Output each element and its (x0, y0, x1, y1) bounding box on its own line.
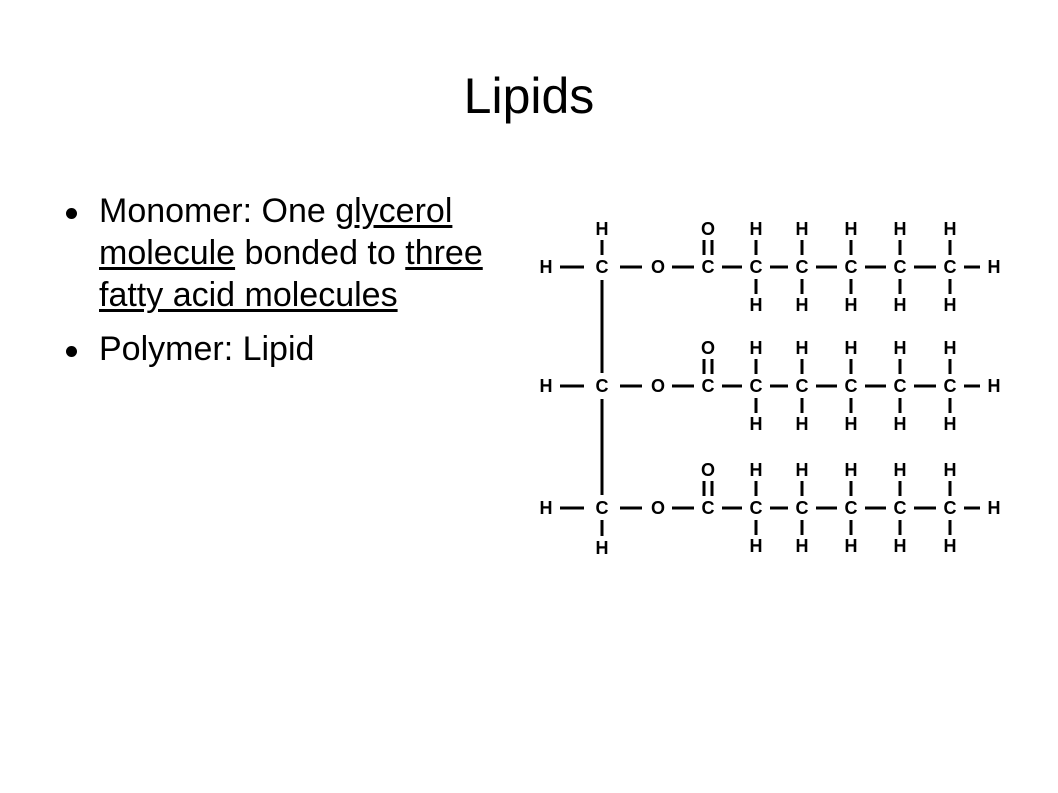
glycerol-term: glycerol molecule (99, 192, 453, 272)
bullet-monomer: Monomer: One glycerol molecule bonded to… (62, 190, 512, 316)
hydrogen-atom: H (750, 536, 763, 556)
glycerol-carbon-atom: C (596, 376, 609, 396)
chain-carbon-atom: C (750, 376, 763, 396)
hydrogen-atom: H (988, 257, 1001, 277)
chain-carbon-atom: C (750, 498, 763, 518)
chain-carbon-atom: C (750, 257, 763, 277)
chain-carbon-atom: C (796, 376, 809, 396)
hydrogen-atom: H (796, 414, 809, 434)
hydrogen-atom: H (750, 219, 763, 239)
hydrogen-atom: H (796, 295, 809, 315)
hydrogen-atom: H (894, 536, 907, 556)
hydrogen-atom: H (988, 376, 1001, 396)
hydrogen-atom: H (796, 338, 809, 358)
hydrogen-atom: H (750, 414, 763, 434)
hydrogen-atom: H (894, 460, 907, 480)
hydrogen-atom: H (540, 257, 553, 277)
bullet-polymer: Polymer: Lipid (62, 328, 512, 370)
hydrogen-atom: H (944, 414, 957, 434)
monomer-text: Monomer: One (99, 192, 326, 230)
hydrogen-atom: H (944, 219, 957, 239)
carbonyl-carbon-atom: C (702, 498, 715, 518)
hydrogen-atom: H (894, 414, 907, 434)
chain-carbon-atom: C (796, 257, 809, 277)
chain-carbon-atom: C (845, 376, 858, 396)
fatty-acids-term: three fatty acid molecules (99, 234, 483, 314)
hydrogen-atom: H (894, 338, 907, 358)
slide-title: Lipids (463, 68, 595, 124)
carbonyl-carbon-atom: C (702, 257, 715, 277)
carbonyl-carbon-atom: C (702, 376, 715, 396)
chain-carbon-atom: C (894, 257, 907, 277)
ester-oxygen-atom: O (651, 257, 665, 277)
bonded-text: bonded to (244, 234, 396, 272)
chain-carbon-atom: C (944, 257, 957, 277)
hydrogen-atom: H (750, 295, 763, 315)
hydrogen-atom: H (944, 338, 957, 358)
hydrogen-atom: H (944, 460, 957, 480)
chain-carbon-atom: C (894, 498, 907, 518)
hydrogen-atom: H (796, 219, 809, 239)
hydrogen-atom: H (894, 295, 907, 315)
hydrogen-atom: H (988, 498, 1001, 518)
hydrogen-atom: H (944, 295, 957, 315)
chain-carbon-atom: C (845, 498, 858, 518)
chain-carbon-atom: C (845, 257, 858, 277)
hydrogen-atom: H (750, 460, 763, 480)
hydrogen-atom: H (845, 338, 858, 358)
chain-carbon-atom: C (796, 498, 809, 518)
hydrogen-atom: H (845, 460, 858, 480)
ester-oxygen-atom: O (651, 498, 665, 518)
hydrogen-atom: H (540, 498, 553, 518)
hydrogen-atom: H (944, 536, 957, 556)
glycerol-carbon-atom: C (596, 257, 609, 277)
hydrogen-atom: H (796, 460, 809, 480)
chain-carbon-atom: C (944, 498, 957, 518)
carbonyl-oxygen-atom: O (701, 219, 715, 239)
hydrogen-atom: H (796, 536, 809, 556)
hydrogen-atom: H (596, 538, 609, 558)
chain-carbon-atom: C (894, 376, 907, 396)
carbonyl-oxygen-atom: O (701, 460, 715, 480)
glycerol-carbon-atom: C (596, 498, 609, 518)
hydrogen-atom: H (750, 338, 763, 358)
hydrogen-atom: H (845, 295, 858, 315)
hydrogen-atom: H (894, 219, 907, 239)
ester-oxygen-atom: O (651, 376, 665, 396)
hydrogen-atom: H (540, 376, 553, 396)
hydrogen-atom: H (596, 219, 609, 239)
hydrogen-atom: H (845, 219, 858, 239)
carbonyl-oxygen-atom: O (701, 338, 715, 358)
chain-carbon-atom: C (944, 376, 957, 396)
bullet-list: Monomer: One glycerol molecule bonded to… (62, 190, 512, 382)
hydrogen-atom: H (845, 414, 858, 434)
hydrogen-atom: H (845, 536, 858, 556)
